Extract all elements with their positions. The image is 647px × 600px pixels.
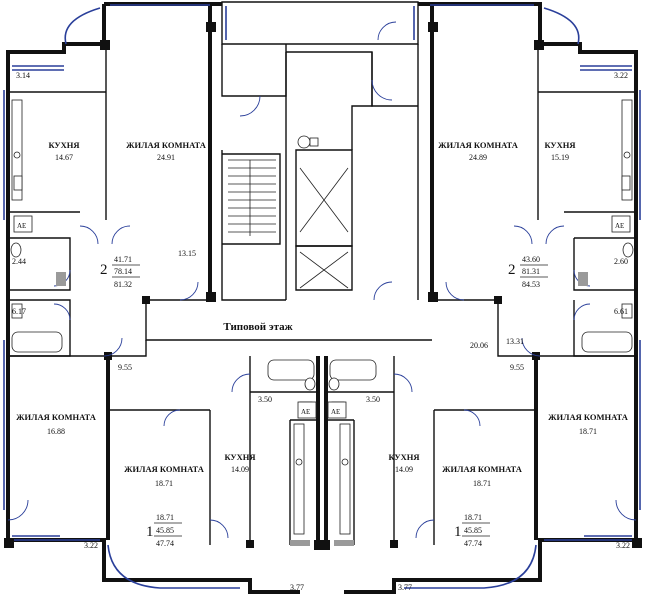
area-6-17: 6.17 <box>12 307 26 316</box>
area-20-06: 20.06 <box>470 341 488 350</box>
apt-tr-rooms: 2 <box>508 262 516 278</box>
living-tl-label: ЖИЛАЯ КОМНАТА <box>126 140 207 150</box>
apt-br-rooms: 1 <box>454 524 462 540</box>
area-3-77-right: 3.77 <box>398 583 412 592</box>
kitchen-tl-area: 14.67 <box>55 153 73 162</box>
living-tr-area: 24.89 <box>469 153 487 162</box>
kitchen-bcr-label: КУХНЯ <box>388 452 419 462</box>
apartment-summaries: 2 41.71 78.14 81.32 2 43.60 81.31 84.53 … <box>100 255 548 548</box>
apt-summary-tr: 2 43.60 81.31 84.53 <box>508 255 548 289</box>
columns <box>4 22 642 550</box>
apt-br-with-balcony: 47.74 <box>464 539 482 548</box>
apt-bl-rooms: 1 <box>146 524 154 540</box>
apt-tl-rooms: 2 <box>100 262 108 278</box>
plan-title: Типовой этаж <box>223 321 292 333</box>
living-br-label: ЖИЛАЯ КОМНАТА <box>548 412 629 422</box>
kitchen-bcl-label: КУХНЯ <box>224 452 255 462</box>
apt-tl-living: 41.71 <box>114 255 132 264</box>
kitchen-bcr-area: 14.09 <box>395 465 413 474</box>
area-3-14: 3.14 <box>16 71 30 80</box>
area-3-22-br: 3.22 <box>616 541 630 550</box>
apt-tr-with-balcony: 84.53 <box>522 280 540 289</box>
living-bcr-area: 18.71 <box>473 479 491 488</box>
apt-tr-living: 43.60 <box>522 255 540 264</box>
shaft-label-bc-right: АЕ <box>331 408 340 416</box>
shaft-label-bc-left: АЕ <box>301 408 310 416</box>
living-bl-area: 16.88 <box>47 427 65 436</box>
area-9-55-left: 9.55 <box>118 363 132 372</box>
kitchen-bcl-area: 14.09 <box>231 465 249 474</box>
kitchen-tr-label: КУХНЯ <box>544 140 575 150</box>
apt-bl-with-balcony: 47.74 <box>156 539 174 548</box>
living-bcl-area: 18.71 <box>155 479 173 488</box>
apt-bl-total: 45.85 <box>156 526 174 535</box>
area-3-50-left: 3.50 <box>258 395 272 404</box>
apt-bl-living: 18.71 <box>156 513 174 522</box>
apt-summary-tl: 2 41.71 78.14 81.32 <box>100 255 140 289</box>
windows <box>3 4 641 589</box>
living-bl-label: ЖИЛАЯ КОМНАТА <box>16 412 97 422</box>
apt-tl-with-balcony: 81.32 <box>114 280 132 289</box>
living-tr-label: ЖИЛАЯ КОМНАТА <box>438 140 519 150</box>
small-area-labels: 3.14 3.22 2.44 6.17 13.15 2.60 6.61 20.0… <box>12 71 630 592</box>
shaft-label-left: АЕ <box>17 222 26 230</box>
apt-tl-total: 78.14 <box>114 267 132 276</box>
area-2-60: 2.60 <box>614 257 628 266</box>
area-3-22-tr: 3.22 <box>614 71 628 80</box>
living-bcr-label: ЖИЛАЯ КОМНАТА <box>442 464 523 474</box>
area-3-22-bl: 3.22 <box>84 541 98 550</box>
kitchen-tl-label: КУХНЯ <box>48 140 79 150</box>
apt-br-living: 18.71 <box>464 513 482 522</box>
apt-br-total: 45.85 <box>464 526 482 535</box>
shaft-label-right: АЕ <box>615 222 624 230</box>
apt-tr-total: 81.31 <box>522 267 540 276</box>
living-bcl-label: ЖИЛАЯ КОМНАТА <box>124 464 205 474</box>
area-13-15: 13.15 <box>178 249 196 258</box>
apt-summary-br: 1 18.71 45.85 47.74 <box>454 513 490 548</box>
room-labels: КУХНЯ 14.67 ЖИЛАЯ КОМНАТА 24.91 ЖИЛАЯ КО… <box>16 140 629 488</box>
area-6-61: 6.61 <box>614 307 628 316</box>
fixtures: АЕ АЕ АЕ АЕ <box>10 99 634 546</box>
area-2-44: 2.44 <box>12 257 26 266</box>
living-tl-area: 24.91 <box>157 153 175 162</box>
area-13-31: 13.31 <box>506 337 524 346</box>
kitchen-tr-area: 15.19 <box>551 153 569 162</box>
outer-walls <box>6 1 638 594</box>
area-3-50-right: 3.50 <box>366 395 380 404</box>
interior-walls <box>8 6 636 545</box>
apt-summary-bl: 1 18.71 45.85 47.74 <box>146 513 182 548</box>
living-br-area: 18.71 <box>579 427 597 436</box>
doors <box>7 21 637 539</box>
area-9-55-right: 9.55 <box>510 363 524 372</box>
area-3-77-left: 3.77 <box>290 583 304 592</box>
